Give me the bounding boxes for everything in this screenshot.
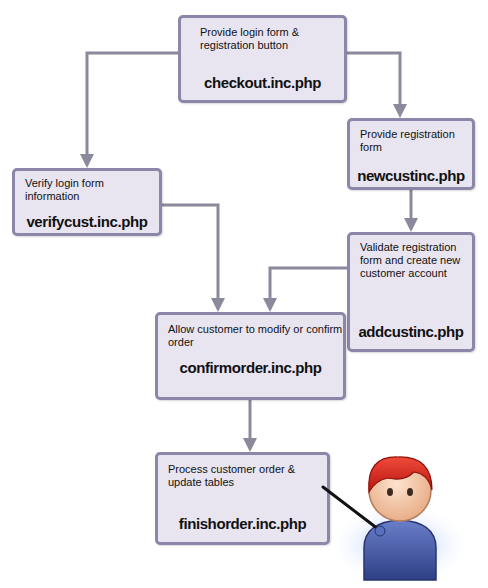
process-box: Verify login form information verifycust.… (12, 168, 162, 236)
step-description: Allow customer to modify or confirm orde… (168, 323, 343, 349)
flow-arrow (87, 53, 178, 160)
flow-arrow (270, 268, 347, 304)
file-name: newcustinc.php (350, 167, 472, 184)
process-box: Validate registration form and create ne… (347, 232, 475, 352)
step-description: Validate registration form and create ne… (360, 241, 472, 280)
person-eye (407, 488, 413, 496)
step-description: Provide registration form (360, 128, 470, 154)
step-description: Provide login form & registration button (200, 26, 325, 52)
pointer-stick (323, 487, 382, 532)
person-hand (375, 526, 385, 536)
process-box: Allow customer to modify or confirm orde… (155, 312, 346, 400)
file-name: finishorder.inc.php (158, 515, 327, 532)
person-head (369, 459, 431, 521)
flow-arrow (410, 190, 413, 224)
file-name: verifycust.inc.php (15, 213, 159, 230)
person-hair (369, 457, 432, 492)
flow-arrow (249, 400, 252, 444)
step-description: Verify login form information (25, 177, 155, 203)
file-name: checkout.inc.php (181, 74, 344, 91)
file-name: confirmorder.inc.php (158, 359, 343, 376)
file-name: addcustinc.php (350, 323, 472, 340)
person-body (364, 520, 436, 580)
flow-arrow (162, 205, 218, 304)
process-box: Provide registration form newcustinc.php (347, 118, 475, 190)
process-box: Process customer order & update tables fi… (155, 452, 330, 545)
process-box: Provide login form & registration button… (178, 15, 347, 103)
flow-arrow (347, 53, 400, 110)
glow (328, 503, 472, 587)
person-eye (387, 488, 393, 496)
step-description: Process customer order & update tables (168, 463, 328, 489)
